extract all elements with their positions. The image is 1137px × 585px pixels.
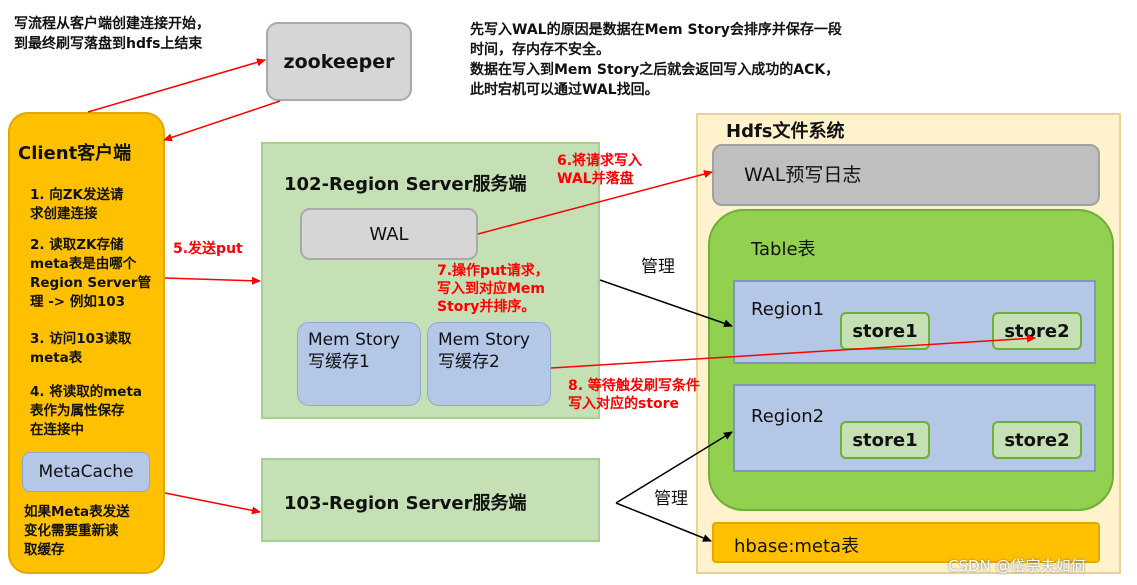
region-server-102-title: 102-Region Server服务端	[284, 174, 527, 195]
arrow-rs102-manage	[599, 279, 733, 328]
arrow-flush-to-store	[550, 334, 1036, 369]
hdfs-title: Hdfs文件系统	[726, 121, 845, 142]
memstore-2: Mem Story 写缓存2	[427, 322, 551, 406]
region-1-store-2: store2	[992, 312, 1082, 350]
wal-log-box: WAL预写日志	[712, 144, 1100, 206]
label-flush: 8. 等待触发刷写条件 写入对应的store	[568, 378, 700, 412]
label-manage-2: 管理	[654, 489, 688, 509]
arrow-client-to-rs103	[164, 492, 261, 515]
client-panel	[8, 112, 165, 574]
client-step-3: 3. 访问103读取 meta表	[30, 331, 132, 366]
watermark: CSDN @岱宗夫如何	[948, 557, 1086, 575]
arrow-put-to-rs102	[164, 276, 261, 285]
label-manage-1: 管理	[641, 257, 675, 277]
metacache-box: MetaCache	[22, 452, 150, 492]
client-step-2: 2. 读取ZK存储 meta表是由哪个 Region Server管 理 -> …	[30, 237, 152, 310]
region-1-title: Region1	[751, 299, 825, 320]
client-title: Client客户端	[18, 143, 132, 164]
region-2-store-2: store2	[992, 421, 1082, 459]
arrow-rs103-manage-meta	[615, 502, 712, 542]
region-server-103	[261, 458, 600, 542]
wal-box: WAL	[300, 208, 478, 260]
region-server-103-title: 103-Region Server服务端	[284, 493, 527, 514]
region-2-title: Region2	[751, 406, 825, 427]
table-title: Table表	[751, 239, 816, 260]
client-step-1: 1. 向ZK发送请 求创建连接	[30, 187, 124, 222]
label-write-wal: 6.将请求写入 WAL并落盘	[557, 153, 643, 187]
client-step-4: 4. 将读取的meta 表作为属性保存 在连接中	[30, 384, 143, 438]
hbase-meta-table: hbase:meta表	[712, 522, 1100, 563]
client-footer-note: 如果Meta表发送 变化需要重新读 取缓存	[24, 504, 130, 558]
region-1-store-1: store1	[840, 312, 930, 350]
label-send-put: 5.发送put	[173, 241, 243, 257]
wal-reason-note: 先写入WAL的原因是数据在Mem Story会排序并保存一段 时间，存内存不安全…	[470, 22, 842, 98]
intro-note: 写流程从客户端创建连接开始， 到最终刷写落盘到hdfs上结束	[14, 16, 210, 52]
region-2-store-1: store1	[840, 421, 930, 459]
zookeeper-box: zookeeper	[266, 22, 412, 101]
memstore-1: Mem Story 写缓存1	[297, 322, 421, 406]
arrow-zk-to-client	[163, 100, 281, 142]
arrow-client-to-zk	[87, 58, 266, 113]
label-op-put: 7.操作put请求， 写入到对应Mem Story并排序。	[437, 263, 549, 315]
arrow-rs103-manage-region2	[615, 431, 733, 504]
arrow-wal-to-hdfs	[477, 170, 713, 235]
